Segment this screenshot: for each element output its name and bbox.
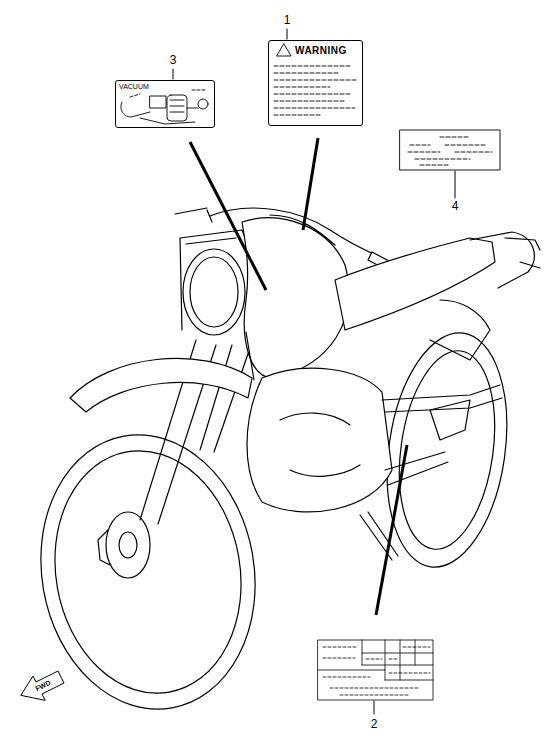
front-wheel	[20, 418, 277, 727]
direction-label: FWD	[34, 678, 51, 691]
engine-detail	[280, 413, 360, 476]
vacuum-hose-sketch	[121, 90, 208, 124]
swingarm	[385, 452, 448, 485]
engine	[247, 368, 392, 512]
fwd-arrow	[21, 671, 64, 700]
warning-label-sticker: WARNING	[268, 40, 363, 126]
leader-ticks	[173, 29, 455, 714]
callout-number: 1	[284, 14, 291, 26]
label-sticker	[400, 130, 500, 170]
seat	[335, 238, 495, 330]
callout-number: 2	[371, 718, 378, 730]
fuel-tank	[242, 218, 349, 378]
rear-fender	[470, 232, 540, 288]
callout-number: 3	[170, 54, 177, 66]
sticker-text: VACUUM	[119, 83, 149, 90]
side-cover	[430, 300, 490, 360]
front-fender	[70, 358, 252, 412]
spec-label-sticker	[318, 640, 433, 700]
headlight	[180, 230, 250, 335]
callout-number: 4	[452, 200, 459, 212]
warning-heading: WARNING	[295, 45, 347, 56]
vacuum-label-sticker: VACUUM	[115, 80, 215, 128]
exhaust	[382, 385, 502, 412]
frame-tube	[246, 332, 254, 380]
rear-wheel	[373, 325, 521, 575]
leader-lines	[190, 138, 407, 615]
warning-sticker-art	[274, 44, 356, 115]
